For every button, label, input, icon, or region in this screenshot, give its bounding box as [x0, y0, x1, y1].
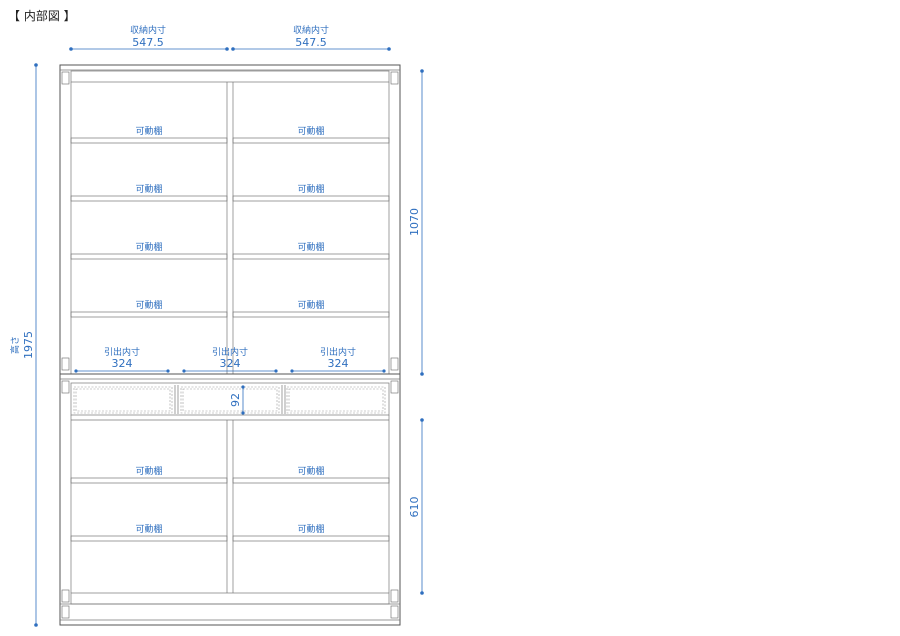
- height-label: 高さ: [9, 336, 21, 354]
- top-dim-left-label: 収納内寸: [130, 24, 166, 36]
- shelf-label: 可動棚: [297, 125, 324, 137]
- shelf-label: 可動棚: [135, 241, 162, 253]
- drawer-dimension-2: 引出内寸 324: [182, 346, 278, 373]
- upper-section-dimension: 1070: [408, 69, 424, 376]
- drawer-dim-value: 324: [112, 357, 133, 370]
- drawer-height-dimension: 92: [229, 385, 245, 415]
- drawer-dimension-3: 引出内寸 324: [290, 346, 386, 373]
- drawer-height-value: 92: [229, 393, 242, 407]
- shelf-label: 可動棚: [135, 183, 162, 195]
- cabinet: [59, 64, 401, 626]
- drawer-dim-value: 324: [220, 357, 241, 370]
- drawer-dimension-1: 引出内寸 324: [74, 346, 170, 373]
- drawer-dim-label: 引出内寸: [104, 346, 140, 358]
- top-dim-left-value: 547.5: [132, 36, 164, 49]
- shelf-label: 可動棚: [135, 299, 162, 311]
- drawers: [73, 385, 386, 414]
- top-dimension-right: 収納内寸 547.5: [231, 24, 391, 51]
- drawer-dim-label: 引出内寸: [320, 346, 356, 358]
- top-dim-right-value: 547.5: [295, 36, 327, 49]
- upper-section-value: 1070: [408, 208, 421, 236]
- shelf-label: 可動棚: [135, 465, 162, 477]
- drawing-title: 【 内部図 】: [8, 8, 76, 23]
- height-dimension: 高さ 1975: [9, 63, 38, 627]
- shelf-label: 可動棚: [297, 299, 324, 311]
- shelf-label: 可動棚: [297, 523, 324, 535]
- shelf-label: 可動棚: [297, 183, 324, 195]
- shelf-label: 可動棚: [135, 523, 162, 535]
- top-dim-right-label: 収納内寸: [293, 24, 329, 36]
- lower-section-dimension: 610: [408, 418, 424, 595]
- shelves-right: 可動棚 可動棚 可動棚 可動棚 可動棚 可動棚: [232, 125, 390, 542]
- shelves-left: 可動棚 可動棚 可動棚 可動棚 可動棚 可動棚: [70, 125, 228, 542]
- shelf-label: 可動棚: [297, 241, 324, 253]
- lower-section-value: 610: [408, 497, 421, 518]
- hardware: [61, 71, 399, 619]
- drawer-dim-label: 引出内寸: [212, 346, 248, 358]
- height-value: 1975: [22, 331, 35, 359]
- shelf-label: 可動棚: [297, 465, 324, 477]
- drawer-dim-value: 324: [328, 357, 349, 370]
- shelf-label: 可動棚: [135, 125, 162, 137]
- top-dimension-left: 収納内寸 547.5: [69, 24, 229, 51]
